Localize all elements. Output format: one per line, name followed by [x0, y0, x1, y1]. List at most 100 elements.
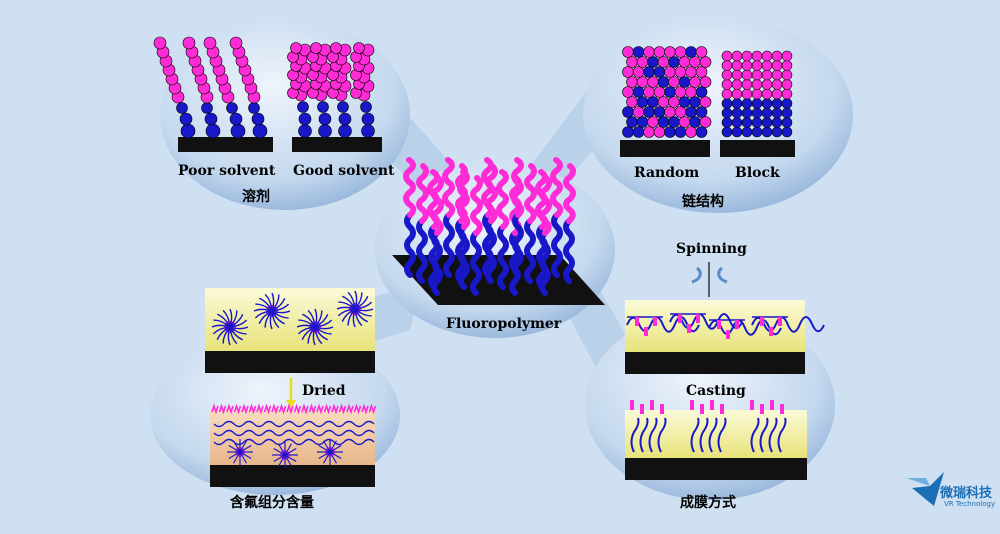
bead	[721, 107, 733, 119]
brush-backbone	[431, 230, 443, 296]
cast-backbone	[690, 417, 700, 453]
bead	[298, 112, 312, 126]
residual-micelle-arm	[329, 440, 338, 453]
bead	[643, 86, 655, 98]
cast-backbone	[768, 417, 778, 453]
bead	[643, 126, 655, 138]
bead	[668, 56, 680, 68]
dried-surface-tail	[211, 403, 219, 415]
random-copolymer-balls	[622, 46, 712, 138]
bead	[781, 50, 793, 62]
micelle-arm	[307, 309, 316, 328]
brush-fluoro-tail	[403, 157, 417, 218]
residual-micelle-arm	[329, 451, 338, 464]
bead	[751, 126, 763, 138]
residual-micelle-arm	[284, 454, 297, 463]
bead	[761, 98, 773, 109]
dried-backbone	[213, 420, 375, 428]
bead	[664, 66, 676, 78]
bead	[330, 42, 342, 54]
micelle-arm	[301, 326, 316, 341]
micelle-arm	[222, 309, 231, 328]
substrate-random	[620, 140, 710, 157]
micelle-arm	[213, 319, 231, 328]
film-caption: 成膜方式	[680, 495, 736, 511]
dried-surface-tail	[263, 403, 272, 415]
bead	[781, 107, 793, 119]
fluoro-segment	[735, 320, 739, 329]
bead	[695, 126, 708, 138]
micelle-arm	[264, 293, 273, 312]
bead	[685, 46, 697, 58]
cast-fluoro-segment	[640, 404, 644, 414]
bead	[337, 101, 349, 113]
bead	[689, 96, 701, 108]
bead	[751, 98, 763, 109]
bead	[632, 86, 645, 98]
micelle-arm	[336, 306, 356, 310]
brush-fluoro-tail	[416, 163, 429, 224]
residual-micelle-arm	[329, 451, 342, 460]
micelle-arm	[354, 295, 369, 310]
micelle-arm	[297, 326, 316, 335]
bead	[653, 106, 666, 118]
bead	[636, 76, 649, 88]
bead	[771, 69, 783, 81]
micelle-arm	[314, 326, 323, 345]
cast-backbone	[648, 417, 658, 453]
dried-surface-tail	[301, 403, 309, 415]
bead	[626, 96, 638, 108]
cast-fluoro-segment	[690, 400, 694, 410]
residual-micelle-arm	[228, 451, 241, 460]
micelle-arm	[354, 308, 363, 327]
micelle-arm	[296, 324, 316, 328]
micelle-arm	[269, 310, 273, 330]
bead	[153, 36, 167, 50]
bead	[781, 117, 793, 128]
bead	[632, 106, 645, 118]
bead	[176, 102, 188, 114]
brush-fluoro-tail	[524, 163, 537, 224]
bead	[741, 98, 753, 109]
bead	[771, 107, 783, 119]
micelle-arm	[227, 326, 231, 346]
brush-backbone	[404, 212, 416, 278]
bead	[699, 96, 712, 108]
micelle-arm	[301, 313, 316, 328]
dried-surface-tail	[368, 403, 377, 415]
residual-micelle-arm	[239, 451, 248, 464]
bead	[252, 123, 268, 139]
bead	[695, 66, 708, 78]
micelle-arm	[258, 310, 273, 325]
bead	[622, 106, 634, 118]
cast-backbone	[750, 417, 760, 453]
fluoro-segment	[635, 317, 639, 326]
dried-label: Dried	[302, 383, 346, 399]
micelle-arm	[347, 308, 356, 326]
micelle-arm	[352, 308, 356, 328]
dried-surface-tail	[278, 403, 287, 415]
bead	[761, 69, 773, 81]
bead	[632, 46, 645, 58]
bead	[685, 126, 697, 138]
bead	[751, 69, 763, 81]
cast-backbone	[717, 417, 727, 453]
bead	[741, 50, 753, 62]
bead	[632, 126, 645, 138]
micelle-arm	[229, 310, 238, 328]
bead	[229, 36, 243, 50]
micelle-arm	[312, 326, 316, 346]
brush-backbone	[512, 212, 524, 278]
residual-micelle-arm	[284, 454, 293, 467]
bead	[741, 69, 753, 81]
casting-label: Casting	[686, 383, 746, 399]
dried-surface-tail	[353, 403, 362, 415]
bead	[636, 96, 649, 108]
micelle-arm	[298, 319, 316, 328]
fluoropolymer-brush	[403, 157, 576, 296]
cast-backbone	[759, 417, 769, 453]
micelle-arm	[337, 308, 356, 317]
cast-fluoro-segment	[630, 400, 634, 410]
dried-surface-tail	[218, 403, 227, 415]
bead	[248, 102, 260, 114]
